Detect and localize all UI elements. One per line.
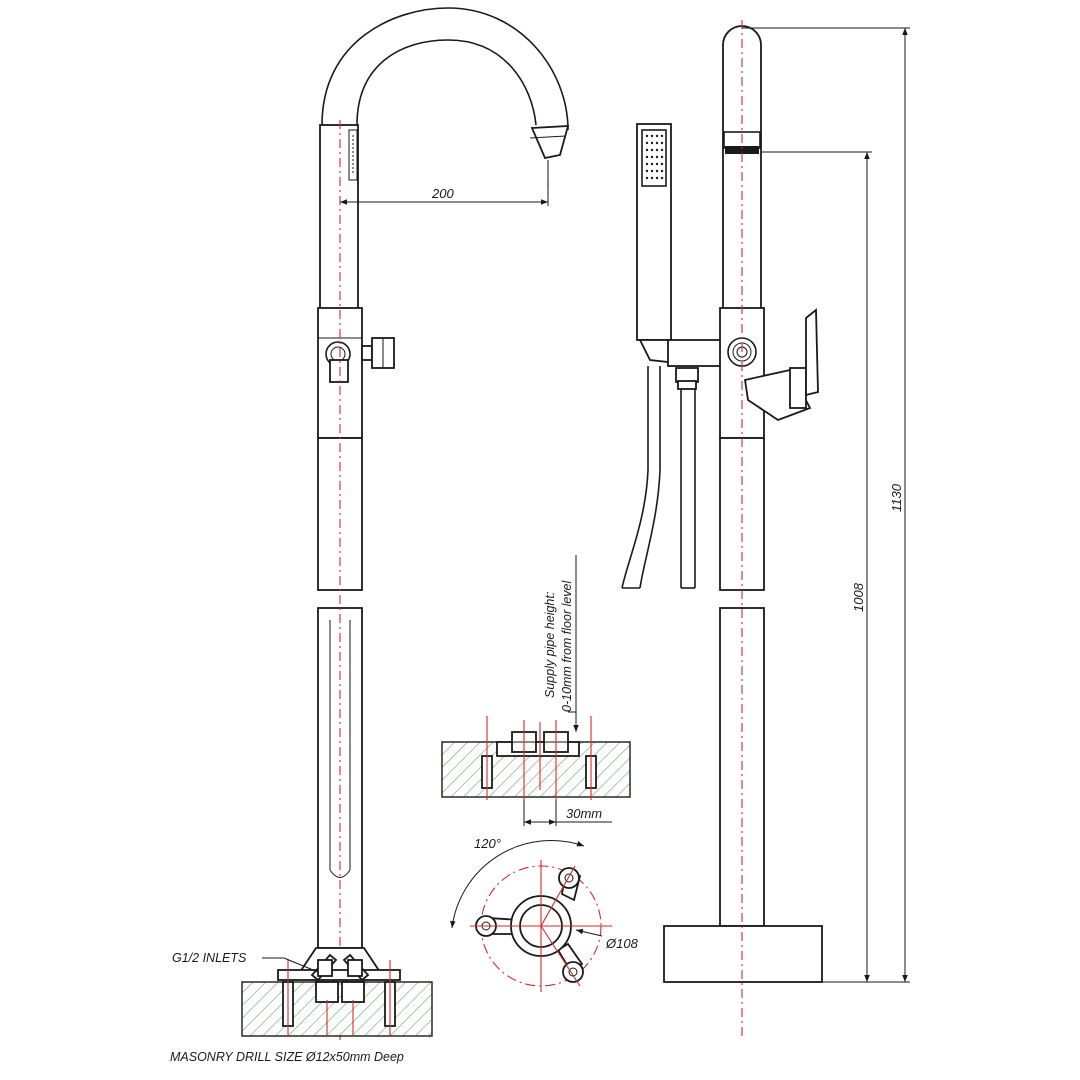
mixer-lever bbox=[743, 308, 819, 422]
dim-108-text: Ø108 bbox=[605, 936, 639, 951]
inlets-label: G1/2 INLETS bbox=[172, 951, 247, 965]
plan-view: 120° Ø108 bbox=[450, 836, 639, 992]
masonry-drill-label: MASONRY DRILL SIZE Ø12x50mm Deep bbox=[170, 1050, 404, 1064]
inlets-callout: G1/2 INLETS bbox=[172, 951, 319, 973]
dim-30mm-text: 30mm bbox=[566, 806, 602, 821]
supply-note-line1: Supply pipe height: bbox=[543, 592, 557, 698]
supply-detail: 30mm Supply pipe height: 0-10mm from flo… bbox=[441, 555, 631, 826]
base-disc bbox=[663, 925, 823, 983]
dimension-spout-reach: 200 bbox=[340, 160, 549, 206]
handshower-nozzles-side bbox=[348, 129, 358, 181]
dimension-outlet-height: 1008 bbox=[762, 151, 872, 982]
dim-1008-text: 1008 bbox=[851, 582, 866, 612]
front-drill-holes bbox=[282, 960, 396, 1036]
dimension-overall-height: 1130 bbox=[742, 27, 910, 983]
dim-200-text: 200 bbox=[431, 186, 454, 201]
front-view: 200 G1/2 INLETS MASONRY DRILL SIZE Ø12x5… bbox=[170, 7, 570, 1064]
handshower bbox=[636, 123, 682, 363]
side-view: 1130 1008 bbox=[621, 20, 910, 1040]
dim-120-text: 120° bbox=[474, 836, 501, 851]
supply-note-line2: 0-10mm from floor level bbox=[560, 579, 574, 712]
dim-1130-text: 1130 bbox=[889, 483, 904, 512]
hoses bbox=[621, 366, 699, 589]
